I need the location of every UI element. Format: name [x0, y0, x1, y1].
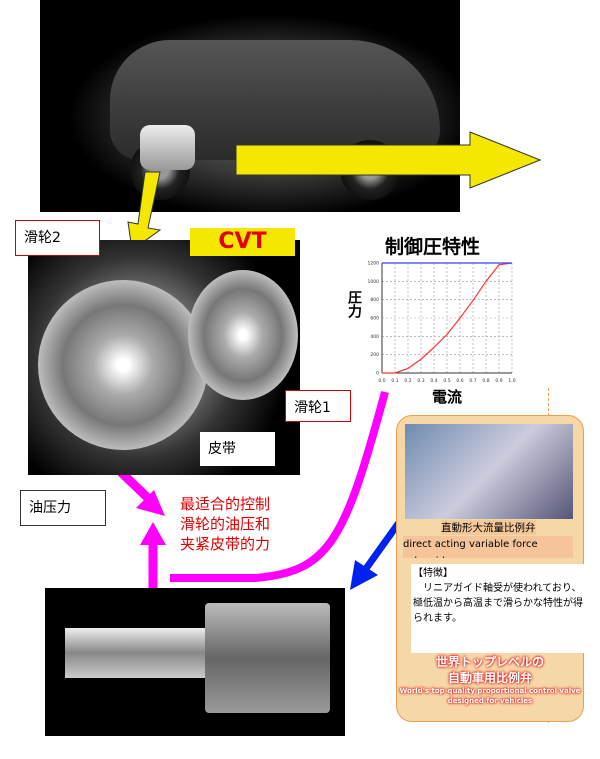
cvt-label: CVT: [190, 228, 295, 256]
callout-pulley-2: 滑轮2: [15, 220, 100, 256]
valve-photo: [45, 588, 345, 736]
x-tick-label: 1.0: [508, 378, 515, 384]
x-tick-label: 0.6: [456, 378, 463, 384]
magenta-curve-arrow: [170, 390, 389, 582]
y-tick-label: 1200: [368, 261, 380, 267]
series-line-pressure: [382, 262, 513, 374]
feature-title: 【特徴】: [413, 568, 453, 579]
y-tick-label: 400: [370, 334, 379, 340]
pulley-2-image: [38, 280, 208, 450]
x-tick-label: 0.0: [378, 378, 385, 384]
x-tick-label: 0.9: [495, 378, 502, 384]
control-line-3: 夹紧皮带的力: [180, 535, 271, 553]
x-tick-label: 0.3: [417, 378, 424, 384]
slogan: 世界トップレベルの 自動車用比例弁 World's top-quality pr…: [397, 654, 583, 706]
callout-belt: 皮带: [200, 432, 275, 466]
y-tick-label: 600: [370, 316, 379, 322]
feature-text: リニアガイド軸受が使われており、極低温から高温まで滑らかな特性が得られます。: [413, 583, 583, 624]
panel-english: direct acting variable force solenoid: [403, 536, 573, 558]
control-line-1: 最适合的控制: [180, 495, 271, 513]
yellow-right-arrow: [235, 131, 542, 189]
y-tick-label: 0: [376, 371, 379, 377]
transmission-unit: [140, 125, 195, 170]
control-description: 最适合的控制 滑轮的油压和 夹紧皮带的力: [180, 494, 270, 554]
valve-body: [205, 603, 330, 713]
x-tick-label: 0.4: [430, 378, 437, 384]
slogan-en-1: World's top-quality proportional control…: [399, 687, 581, 695]
slogan-line-1: 世界トップレベルの: [435, 655, 544, 669]
pulley-1-image: [188, 270, 298, 400]
callout-pulley-1: 滑轮1: [285, 390, 351, 422]
chart-ylabel: 圧力: [346, 290, 362, 318]
chart-title: 制御圧特性: [385, 236, 481, 258]
slogan-en-2: designed for vehicles: [447, 697, 533, 705]
product-panel: 直動形大流量比例弁 direct acting variable force s…: [396, 415, 585, 722]
solenoid-photo: [405, 424, 573, 519]
control-line-2: 滑轮的油压和: [180, 515, 271, 533]
y-tick-label: 800: [370, 297, 379, 303]
oil-pressure-label: 油压力: [20, 490, 106, 526]
y-tick-label: 1000: [368, 279, 380, 285]
feature-box: 【特徴】 リニアガイド軸受が使われており、極低温から高温まで滑らかな特性が得られ…: [411, 564, 585, 653]
panel-caption: 直動形大流量比例弁: [441, 520, 536, 535]
x-tick-label: 0.8: [482, 378, 489, 384]
y-tick-label: 200: [370, 352, 379, 358]
x-tick-label: 0.5: [443, 378, 450, 384]
pressure-chart: 0.0 0.1 0.2 0.3 0.4 0.5 0.6 0.7 0.8 0.9 1.0 0 200 400…: [368, 261, 516, 385]
x-tick-label: 0.2: [404, 378, 411, 384]
yellow-down-arrow: [127, 171, 162, 251]
x-tick-label: 0.1: [391, 378, 398, 384]
slogan-line-2: 自動車用比例弁: [447, 671, 532, 685]
x-tick-label: 0.7: [469, 378, 476, 384]
chart-xlabel: 電流: [432, 388, 463, 406]
valve-shaft: [65, 628, 215, 678]
